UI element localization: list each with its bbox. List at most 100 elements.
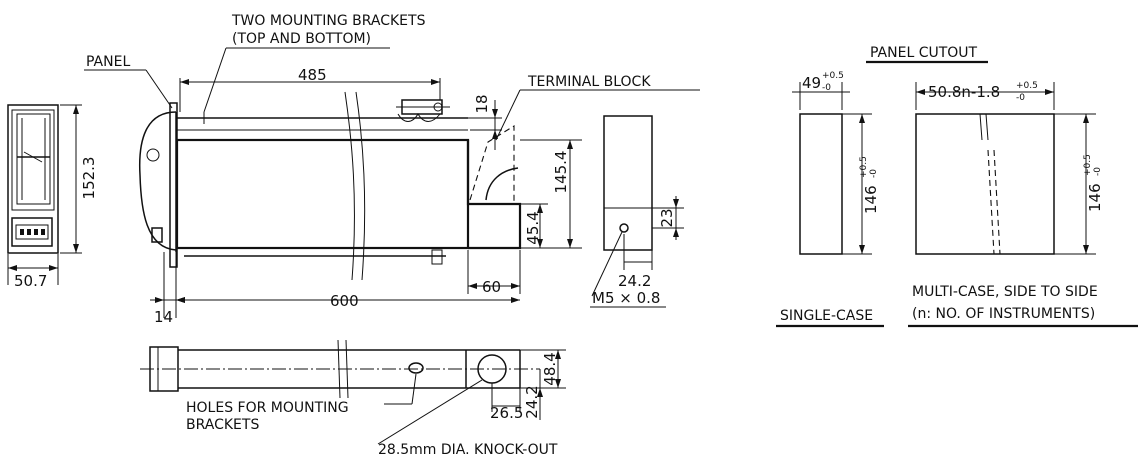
arrow-head [537, 239, 543, 248]
label-brackets-1: TWO MOUNTING BRACKETS [231, 13, 426, 29]
arrow-head [73, 244, 79, 253]
pointer-diagonal [23, 151, 43, 163]
arrow-head [916, 89, 925, 95]
dim-14: 14 [154, 308, 173, 326]
label-multi-1: MULTI-CASE, SIDE TO SIDE [912, 284, 1098, 300]
arrow-head [73, 105, 79, 114]
dim-600: 600 [330, 292, 359, 310]
dim-26-5: 26.5 [490, 404, 523, 422]
dim-50-8: 50.8n-1.8 [928, 83, 1000, 101]
break-line [344, 91, 355, 281]
arrow-head [537, 204, 543, 213]
dim-24-2-side: 24.2 [618, 272, 651, 290]
dim-145-4: 145.4 [552, 151, 570, 194]
display-window [11, 217, 53, 247]
dim-146-multi-tol-plus: +0.5 [1083, 154, 1093, 176]
arrow-head [511, 297, 520, 303]
arrow-head [176, 297, 185, 303]
break-hidden [987, 149, 995, 255]
dim-146-single-tol-plus: +0.5 [859, 156, 869, 178]
arrow-head [567, 239, 573, 248]
dim-49-tol-minus: -0 [822, 83, 831, 93]
leader-brackets [203, 47, 227, 113]
dim-49: 49 [802, 74, 821, 92]
front-upper-frame [11, 109, 55, 211]
front-view: 152.3 50.7 [7, 104, 98, 290]
dim-24-2-bottom: 24.2 [523, 385, 541, 418]
panel-cutout: PANEL CUTOUT 49 +0.5 -0 146 +0.5 -0 SING… [776, 45, 1138, 328]
arrow-head [1083, 114, 1089, 123]
arrow-head [8, 265, 17, 271]
side-view: 485 18 145.4 45.4 60 600 [84, 13, 700, 326]
arrow-head [1083, 245, 1089, 254]
arrow-head [492, 109, 498, 118]
dim-146-multi: 146 [1086, 183, 1104, 212]
dim-146-multi-tol-minus: -0 [1093, 167, 1103, 176]
arrow-head [567, 140, 573, 149]
label-single-case: SINGLE-CASE [780, 308, 873, 324]
chart-window [16, 113, 51, 205]
leader-panel [145, 69, 173, 109]
dim-m5: M5 × 0.8 [592, 289, 660, 307]
arrow-head [155, 297, 164, 303]
case-body [175, 138, 470, 250]
display-segment [41, 229, 45, 235]
cutout-multi [915, 113, 1055, 255]
display-segment [34, 229, 38, 235]
dim-50-8-tol-minus: -0 [1016, 93, 1025, 103]
dim-146-single: 146 [862, 185, 880, 214]
dim-23: 23 [658, 208, 676, 227]
bezel-dome [138, 111, 177, 251]
dim-50-7: 50.7 [14, 272, 47, 290]
label-terminal-block: TERMINAL BLOCK [527, 74, 651, 90]
arrow-head [49, 265, 58, 271]
dim-485: 485 [298, 66, 327, 84]
break-line [355, 91, 366, 281]
label-multi-2: (n: NO. OF INSTRUMENTS) [912, 306, 1095, 322]
arrow-head [673, 228, 679, 237]
label-knockout: 28.5mm DIA. KNOCK-OUT [378, 442, 558, 458]
display-inner [15, 224, 49, 240]
arrow-head [555, 350, 561, 359]
arrow-head [492, 130, 498, 139]
dim-152-3: 152.3 [80, 157, 98, 200]
arrow-head [1045, 89, 1054, 95]
screw-head [433, 102, 443, 112]
dim-50-8-tol-plus: +0.5 [1016, 81, 1038, 91]
terminal-block-curve [485, 167, 519, 201]
bracket-wire [397, 113, 441, 122]
arrow-head [537, 388, 543, 397]
label-panel-cutout: PANEL CUTOUT [870, 45, 978, 61]
arrow-head [431, 79, 440, 85]
rear-outline [603, 115, 653, 251]
arrow-head [859, 114, 865, 123]
leader-terminal [495, 89, 521, 141]
display-segment [27, 229, 31, 235]
leader-knockout [377, 379, 483, 445]
mounting-hole [408, 362, 424, 374]
dim-18: 18 [473, 94, 491, 113]
break-line [979, 113, 983, 141]
dim-60: 60 [482, 278, 501, 296]
label-brackets-2: (TOP AND BOTTOM) [232, 31, 371, 47]
arrow-head [468, 283, 477, 289]
knob [146, 148, 160, 162]
arrow-head [555, 379, 561, 388]
dim-48-4: 48.4 [541, 352, 559, 385]
ground-screw [619, 223, 629, 233]
front-panel-outline [7, 104, 59, 254]
label-holes-2: BRACKETS [186, 417, 259, 433]
dim-49-tol-plus: +0.5 [822, 71, 844, 81]
bracket-bottom-clamp [431, 249, 443, 265]
leader-m5 [591, 231, 623, 297]
arrow-head [511, 283, 520, 289]
display-segment [20, 229, 24, 235]
arrow-head [180, 79, 189, 85]
rear-view: 23 24.2 M5 × 0.8 [590, 115, 684, 308]
break-line [985, 113, 989, 141]
label-panel: PANEL [86, 54, 130, 70]
label-holes-1: HOLES FOR MOUNTING [186, 400, 349, 416]
dim-146-single-tol-minus: -0 [869, 169, 879, 178]
break-hidden [993, 149, 1001, 255]
